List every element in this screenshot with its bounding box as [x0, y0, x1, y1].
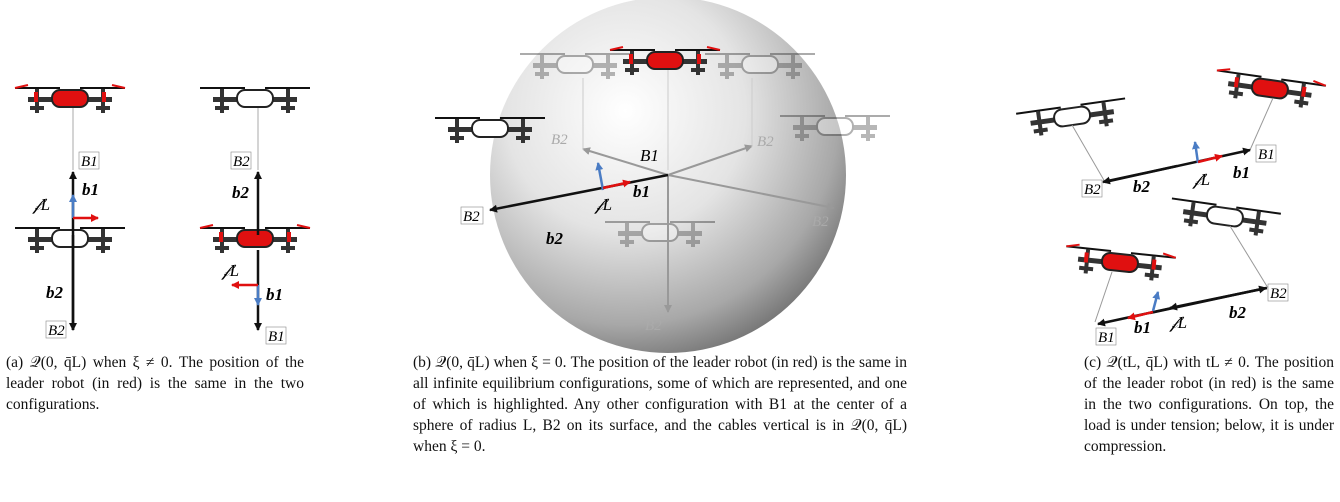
label-B2: B2 [812, 214, 829, 230]
label-b2: b2 [232, 183, 250, 202]
label-B2: B2 [551, 132, 568, 148]
label-b2: b2 [546, 229, 564, 248]
caption-c: (c) 𝒬(tL, q̄L) with tL ≠ 0. The position… [1084, 354, 1334, 455]
fl-red-arrow [602, 179, 631, 190]
label-b2: b2 [46, 283, 64, 302]
label-B1: B1 [1098, 330, 1115, 346]
label-b1: b1 [82, 180, 99, 199]
label-B2: B2 [1270, 286, 1287, 302]
label-B2: B2 [463, 209, 480, 225]
follower-drone [14, 227, 126, 254]
label-B1: B1 [268, 329, 285, 345]
fl-red-arrow [1197, 153, 1223, 164]
caption-b: (b) 𝒬(0, q̄L) when ξ = 0. The position o… [413, 354, 907, 455]
fl-blue-arrow [1192, 141, 1200, 164]
fl-blue-arrow [1151, 291, 1161, 312]
panel-b: B2 B2 B2 B2 B1 b1 𝒻L b2 B2 [434, 0, 891, 353]
label-FL: 𝒻L [1169, 313, 1187, 332]
follower-drone [1015, 97, 1130, 140]
label-b1: b1 [266, 285, 283, 304]
fl-red-arrow [1127, 310, 1154, 321]
follower-drone [199, 87, 311, 114]
label-b1: b1 [1134, 318, 1151, 337]
label-b1: b1 [1233, 163, 1250, 182]
panel-c: B1 b1 𝒻L b2 B2 B2 b2 𝒻L b1 B1 [1015, 66, 1328, 346]
label-B1: B1 [81, 154, 98, 170]
leader-drone [199, 224, 311, 254]
b2-arrow [489, 173, 669, 213]
label-B1: B1 [640, 146, 659, 165]
label-B2: B2 [48, 323, 65, 339]
label-FL: 𝒻L [1192, 170, 1210, 189]
leader-drone [14, 84, 126, 114]
follower-drone [1167, 197, 1282, 240]
caption-a: (a) 𝒬(0, q̄L) when ξ ≠ 0. The position o… [6, 354, 304, 413]
label-B2: B2 [645, 318, 662, 334]
b2-arrow [1102, 164, 1178, 185]
label-B2: B2 [1084, 182, 1101, 198]
label-B1: B1 [1258, 147, 1275, 163]
label-B2: B2 [757, 134, 774, 150]
label-b2: b2 [1133, 177, 1151, 196]
panel-a: B1 b1 𝒻L b2 B2 B2 b2 𝒻L b1 B1 [14, 84, 311, 345]
fl-blue-arrow [595, 162, 605, 191]
label-FL: 𝒻L [594, 195, 612, 214]
label-FL: 𝒻L [221, 261, 239, 280]
label-FL: 𝒻L [32, 195, 50, 214]
label-b1: b1 [633, 182, 650, 201]
leader-drone [1062, 242, 1178, 284]
label-B2: B2 [233, 154, 250, 170]
label-b2: b2 [1229, 303, 1247, 322]
